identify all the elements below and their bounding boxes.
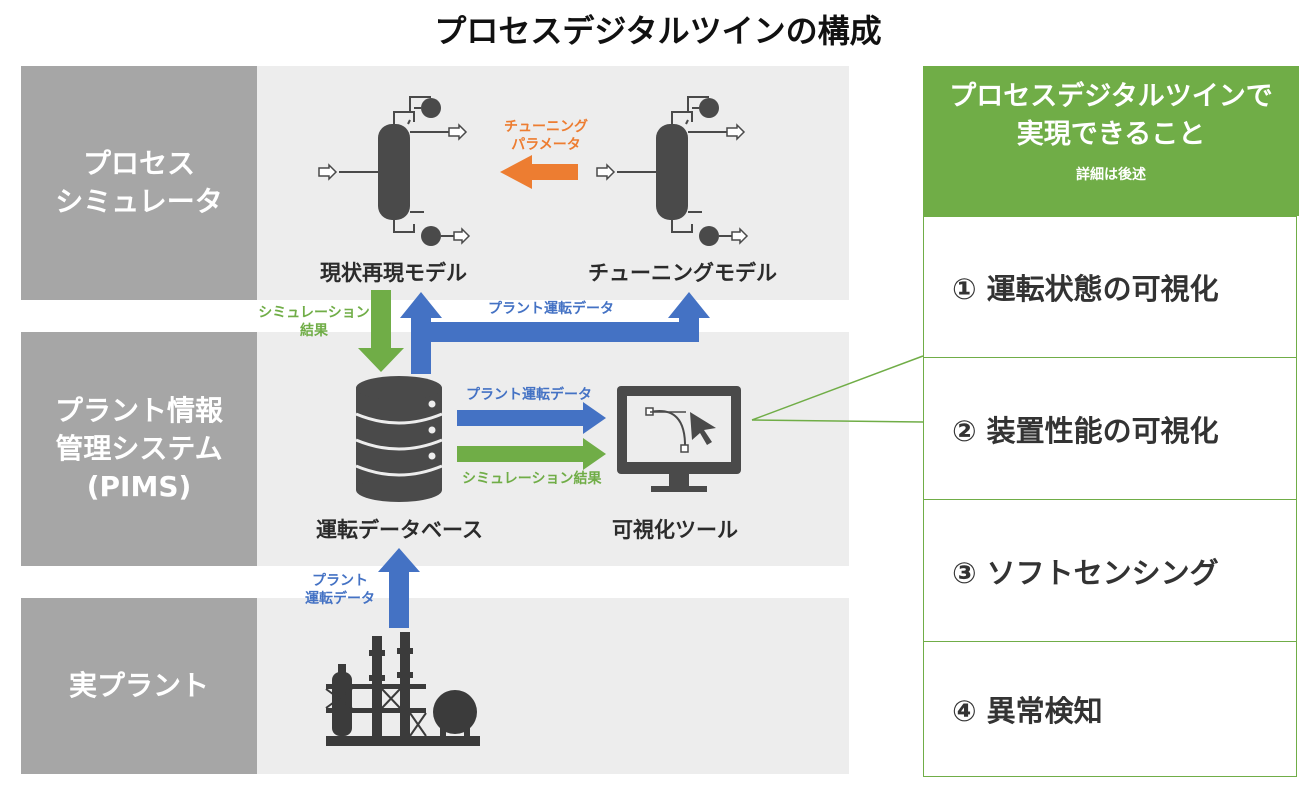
plant-data-bottom-line2: 運転データ: [305, 591, 375, 608]
pims-band-label: プラント情報 管理システム (PIMS): [21, 332, 257, 566]
pims-label-line2: 管理システム: [55, 432, 223, 466]
plant-data-connector: [421, 292, 710, 342]
current-model-column-icon: [318, 96, 470, 247]
capabilities-panel-header: プロセスデジタルツインで 実現できること 詳細は後述: [923, 66, 1299, 216]
simulation-result-arrow-right: [457, 438, 606, 470]
monitor-icon: [617, 386, 741, 492]
database-label: 運転データベース: [316, 518, 483, 542]
capability-item-2: ② 装置性能の可視化: [923, 357, 1297, 500]
page-title: プロセスデジタルツインの構成: [434, 12, 882, 50]
panel-heading: プロセスデジタルツインで 実現できること: [923, 78, 1299, 154]
callout-line-2: [751, 419, 924, 423]
panel-heading-line1: プロセスデジタルツインで: [949, 81, 1273, 112]
plant-to-database-arrow: [378, 548, 420, 628]
tuning-parameter-label: チューニング パラメータ: [496, 118, 596, 154]
simulator-band-label: プロセス シミュレータ: [21, 66, 257, 300]
capability-item-4: ④ 異常検知: [923, 641, 1297, 777]
simulation-result-label: シミュレーション 結果: [258, 304, 370, 340]
tuning-parameter-arrow: [500, 155, 578, 189]
plant-data-bottom-label: プラント 運転データ: [296, 572, 384, 608]
capability-item-3: ③ ソフトセンシング: [923, 499, 1297, 642]
tuning-param-line2: パラメータ: [511, 137, 581, 154]
tuning-param-line1: チューニング: [504, 119, 588, 135]
database-icon: [355, 376, 443, 502]
simulator-label-line1: プロセス: [82, 147, 195, 181]
plant-band-label: 実プラント: [21, 598, 257, 774]
panel-subheading: 詳細は後述: [1076, 167, 1146, 183]
tuning-model-column-icon: [596, 96, 748, 247]
sim-result-line2: 結果: [300, 323, 328, 340]
factory-icon: [325, 632, 480, 746]
pims-label-line1: プラント情報: [54, 394, 223, 428]
sim-result-mid-label: シミュレーション結果: [462, 471, 602, 487]
capability-item-1: ① 運転状態の可視化: [923, 216, 1297, 358]
plant-data-top-label: プラント運転データ: [488, 301, 614, 317]
pims-label-line3: (PIMS): [86, 469, 192, 503]
plant-data-mid-label: プラント運転データ: [466, 387, 592, 403]
tuning-model-label: チューニングモデル: [588, 261, 777, 285]
callout-line: [751, 355, 924, 421]
sim-result-line1: シミュレーション: [258, 305, 370, 321]
vis-tool-label: 可視化ツール: [612, 518, 738, 542]
simulation-result-arrow-down: [358, 290, 404, 372]
plant-data-bottom-line1: プラント: [312, 573, 368, 589]
current-model-label: 現状再現モデル: [320, 261, 467, 285]
plant-data-arrow-right: [457, 402, 606, 434]
plant-label-line1: 実プラント: [68, 669, 209, 703]
panel-heading-line2: 実現できること: [1016, 119, 1206, 150]
simulator-band-bg: [257, 66, 849, 300]
simulator-label-line2: シミュレータ: [55, 185, 223, 218]
